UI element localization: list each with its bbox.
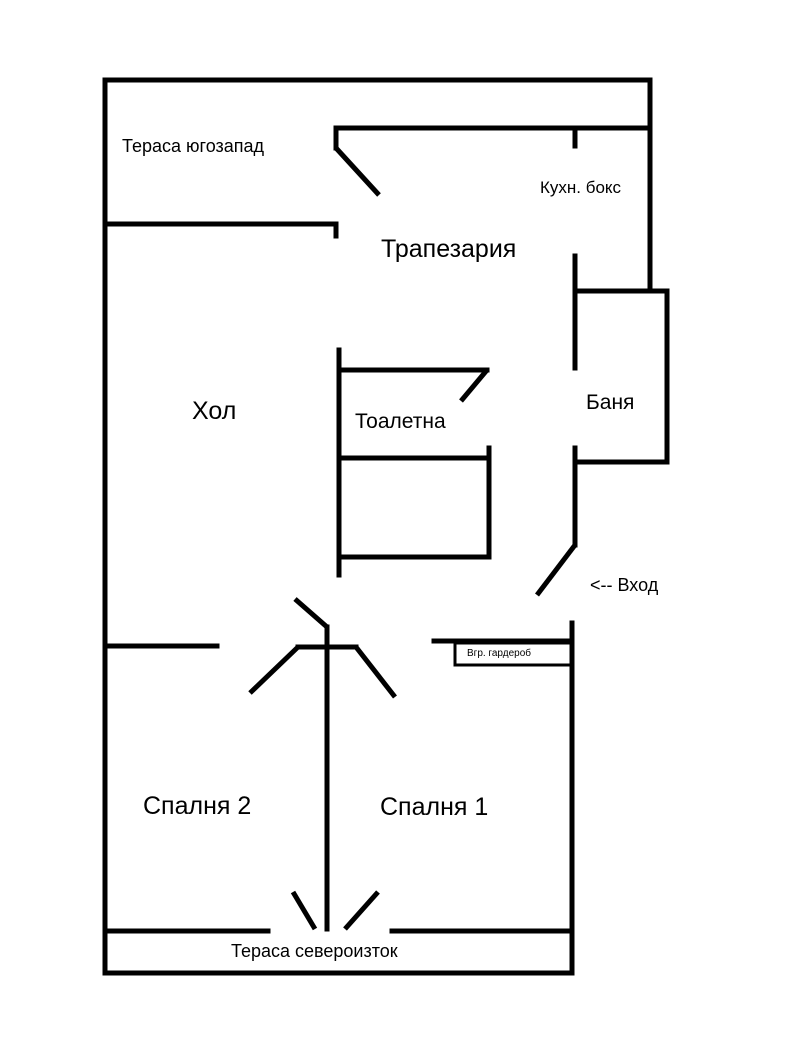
bedroom-walls	[102, 597, 575, 932]
label-bedroom-2: Спалня 2	[143, 792, 252, 820]
label-kitchen: Кухн. бокс	[540, 178, 622, 197]
label-wardrobe: Вгр. гардероб	[467, 648, 532, 659]
terrace-sw-walls	[102, 125, 653, 239]
label-bath: Баня	[586, 391, 635, 414]
label-dining: Трапезария	[381, 235, 517, 263]
label-toilet: Тоалетна	[355, 410, 446, 433]
wardrobe-box	[453, 641, 574, 667]
label-entrance: <-- Вход	[590, 575, 659, 595]
label-bedroom-1: Спалня 1	[380, 793, 489, 821]
bathroom-walls	[535, 253, 670, 597]
outer-walls	[102, 77, 653, 976]
label-terrace-northeast: Тераса североизток	[231, 941, 398, 961]
label-terrace-southwest: Тераса югозапад	[122, 136, 265, 156]
toilet-walls	[336, 347, 492, 578]
label-hall: Хол	[192, 397, 237, 425]
